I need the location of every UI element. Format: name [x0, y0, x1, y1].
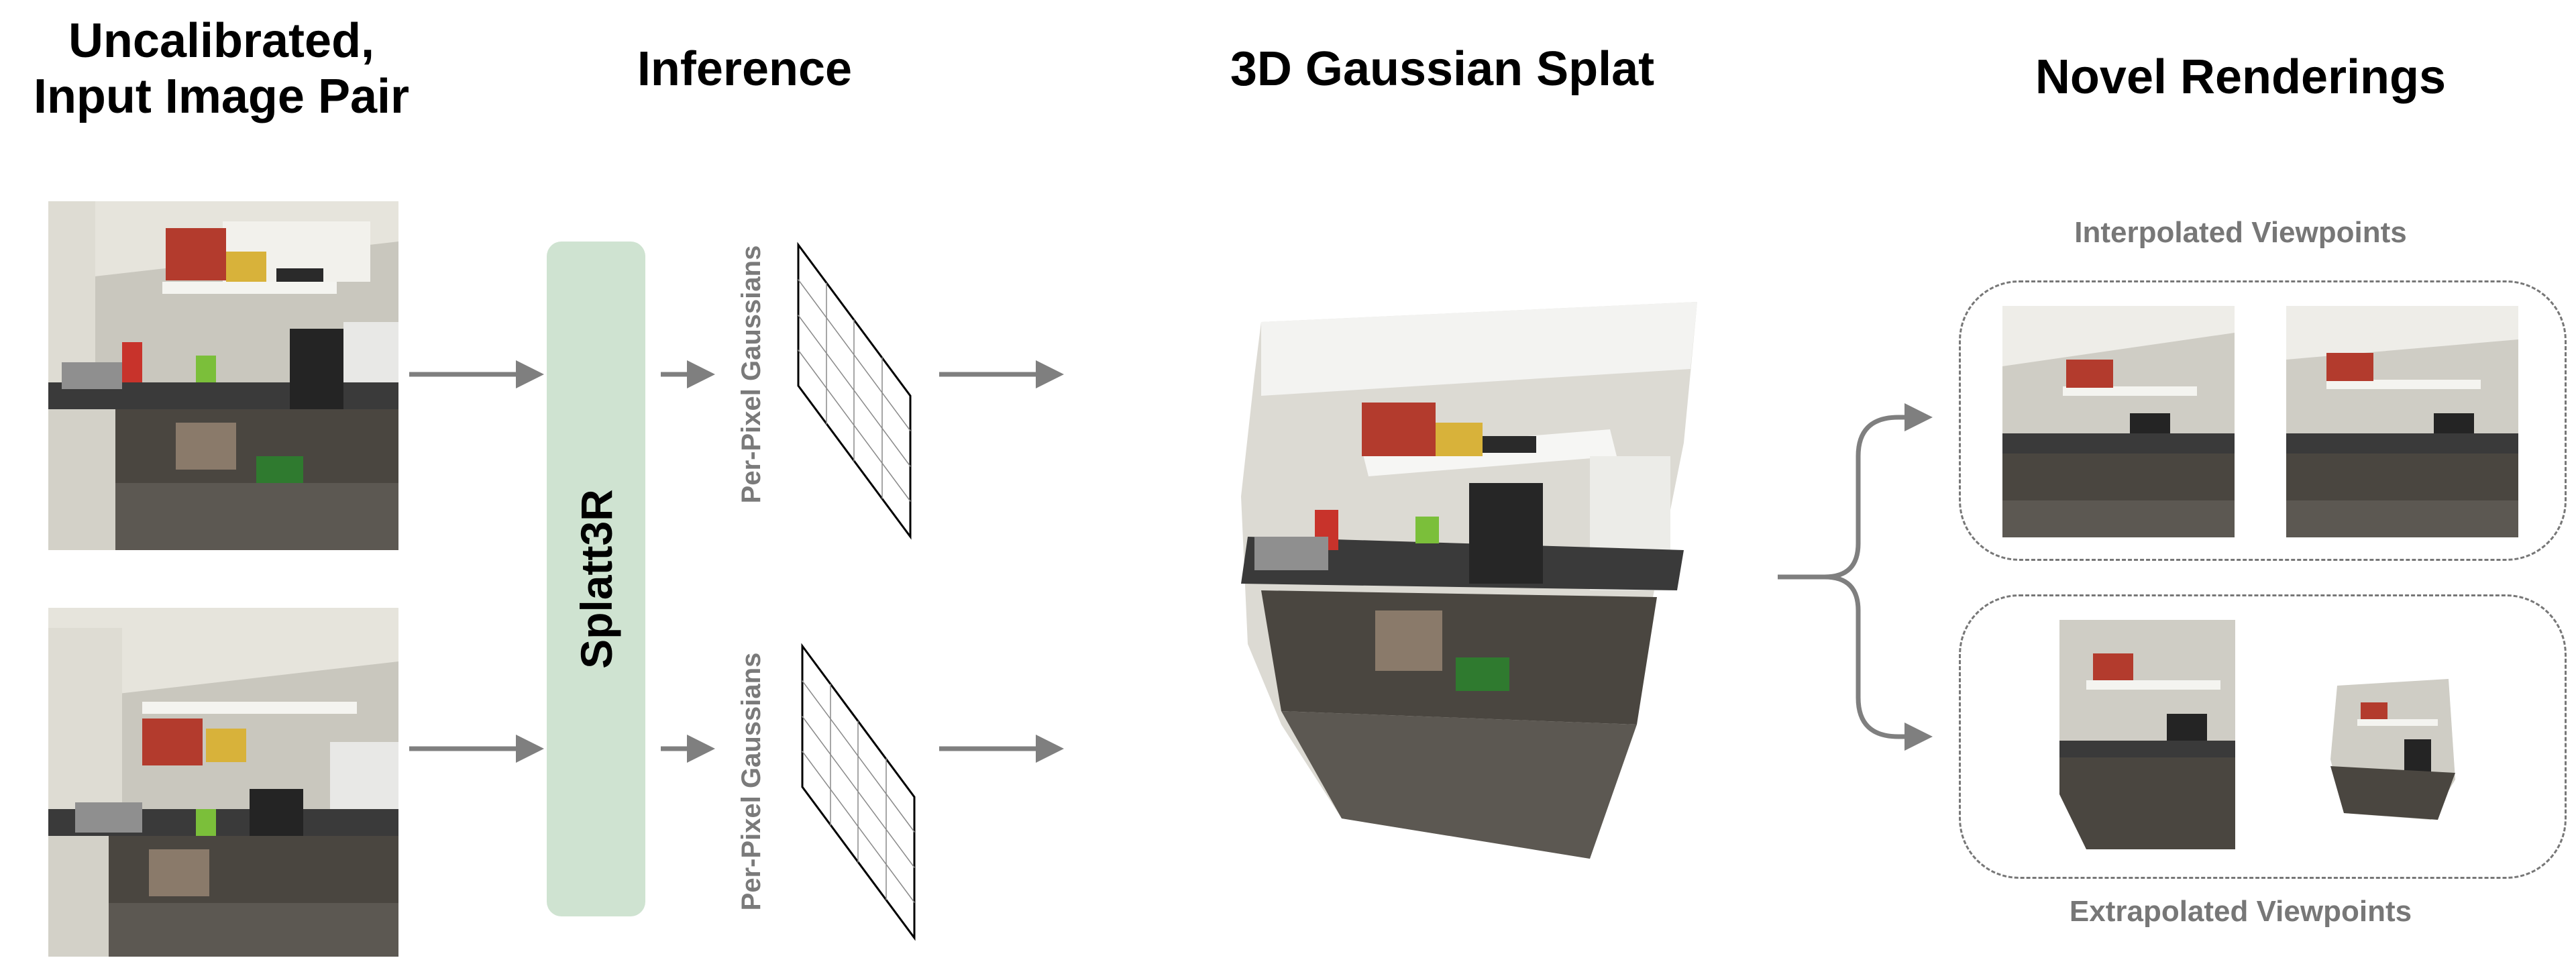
splat-heading: 3D Gaussian Splat	[1230, 42, 1655, 96]
input-heading-line2: Input Image Pair	[33, 69, 410, 123]
extrapolated-render-1	[2059, 620, 2235, 849]
input-heading: Uncalibrated, Input Image Pair	[13, 13, 429, 125]
interpolated-render-2	[2286, 306, 2518, 537]
gaussian-splat-render	[1241, 295, 1697, 859]
grid-plane-icon	[801, 643, 916, 941]
interpolated-render-1	[2002, 306, 2235, 537]
grid-plane-icon	[797, 242, 912, 540]
extrapolated-viewpoints-box	[1959, 594, 2567, 879]
interpolated-viewpoints-caption: Interpolated Viewpoints	[2074, 216, 2407, 249]
novel-heading: Novel Renderings	[2035, 50, 2447, 104]
extrapolated-render-2	[2330, 679, 2455, 820]
extrapolated-viewpoints-caption: Extrapolated Viewpoints	[2069, 895, 2412, 928]
branch-arrow-icon	[1778, 403, 1933, 751]
input-heading-line1: Uncalibrated,	[68, 14, 375, 68]
input-image-bottom	[48, 608, 398, 957]
input-image-top	[48, 201, 398, 550]
splatt3r-model-box: Splatt3R	[547, 242, 645, 916]
inference-heading: Inference	[637, 42, 853, 96]
interpolated-viewpoints-box	[1959, 280, 2567, 561]
